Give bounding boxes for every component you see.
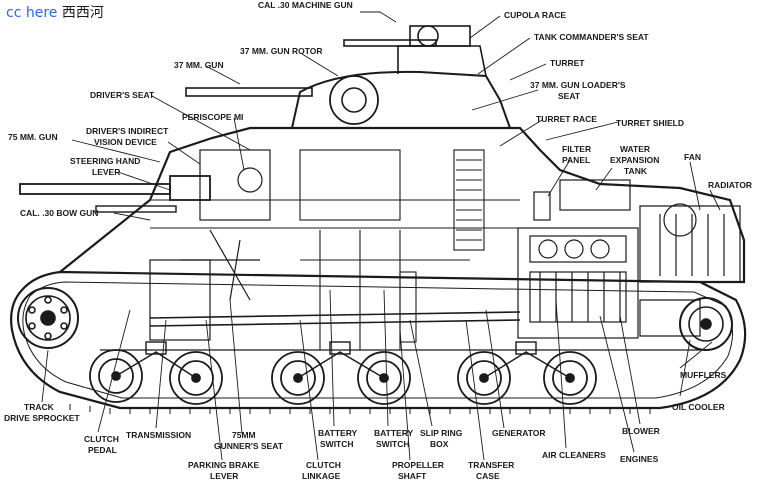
label-cupola-race: CUPOLA RACE	[504, 10, 566, 20]
tank-drawing	[10, 25, 747, 414]
label-gun-loaders-seat-line2: SEAT	[558, 91, 581, 101]
gun-75mm	[19, 175, 211, 201]
track	[10, 270, 747, 410]
fighting-compartment	[299, 149, 485, 350]
label-filter-panel-line1: FILTER	[562, 144, 591, 154]
label-water-tank-line1: WATER	[620, 144, 650, 154]
label-slip-ring-line1: SLIP RING	[420, 428, 463, 438]
label-cal30-machine-gun: CAL .30 MACHINE GUN	[258, 0, 353, 10]
label-drivers-seat: DRIVER'S SEAT	[90, 90, 155, 100]
label-generator: GENERATOR	[492, 428, 546, 438]
label-air-cleaners: AIR CLEANERS	[542, 450, 606, 460]
label-sprocket-line1: TRACK	[24, 402, 55, 412]
label-clutch-pedal-line2: PEDAL	[88, 445, 117, 455]
label-water-tank-line2: EXPANSION	[610, 155, 659, 165]
label-turret-shield: TURRET SHIELD	[616, 118, 684, 128]
track-inner	[22, 281, 733, 399]
label-propeller-shaft-line2: SHAFT	[398, 471, 427, 480]
label-clutch-pedal-line1: CLUTCH	[84, 434, 119, 444]
label-gunners-seat-line2: GUNNER'S SEAT	[214, 441, 284, 451]
watermark-latin: cc here	[6, 5, 58, 21]
label-battery-switch-a-line2: SWITCH	[320, 439, 354, 449]
idler-wheel	[679, 297, 733, 351]
label-steering-lever-line2: LEVER	[92, 167, 120, 177]
label-transfer-case-line1: TRANSFER	[468, 460, 514, 470]
label-indirect-vision-line2: VISION DEVICE	[94, 137, 157, 147]
label-water-tank-line3: TANK	[624, 166, 648, 176]
leader-lines	[41, 11, 721, 461]
label-transmission: TRANSMISSION	[126, 430, 191, 440]
machine-gun-cupola	[343, 25, 439, 47]
label-gun-loaders-seat-line1: 37 MM. GUN LOADER'S	[530, 80, 626, 90]
label-turret-race: TURRET RACE	[536, 114, 597, 124]
label-slip-ring-line2: BOX	[430, 439, 449, 449]
bow-gun	[95, 205, 177, 213]
label-parking-brake-line2: LEVER	[210, 471, 238, 480]
label-mufflers: MUFFLERS	[680, 370, 727, 380]
label-indirect-vision-line1: DRIVER'S INDIRECT	[86, 126, 169, 136]
label-propeller-shaft-line1: PROPELLER	[392, 460, 444, 470]
label-engines: ENGINES	[620, 454, 659, 464]
sponson-line	[150, 199, 520, 229]
label-battery-switch-b-line2: SWITCH	[376, 439, 410, 449]
bogies	[115, 341, 571, 379]
gun-37mm	[185, 75, 379, 125]
label-filter-panel-line2: PANEL	[562, 155, 590, 165]
engine-compartment	[517, 179, 741, 339]
label-transfer-case-line2: CASE	[476, 471, 500, 480]
label-blower: BLOWER	[622, 426, 660, 436]
label-clutch-linkage-line1: CLUTCH	[306, 460, 341, 470]
label-fan: FAN	[684, 152, 701, 162]
label-battery-switch-a-line1: BATTERY	[318, 428, 358, 438]
label-turret: TURRET	[550, 58, 585, 68]
watermark-cjk: 西西河	[61, 5, 104, 21]
label-radiator: RADIATOR	[708, 180, 752, 190]
label-tank-commanders-seat: TANK COMMANDER'S SEAT	[534, 32, 649, 42]
label-gunners-seat-line1: 75MM	[232, 430, 256, 440]
drive-sprocket	[17, 287, 79, 349]
driver-compartment	[149, 149, 271, 341]
label-steering-lever-line1: STEERING HAND	[70, 156, 140, 166]
turret-body	[290, 25, 512, 129]
label-bow-gun: CAL. .30 BOW GUN	[20, 208, 98, 218]
track-teeth	[69, 404, 651, 414]
label-oil-cooler: OIL COOLER	[672, 402, 725, 412]
propeller-shaft	[149, 311, 521, 327]
label-parking-brake-line1: PARKING BRAKE	[188, 460, 259, 470]
label-37mm-gun: 37 MM. GUN	[174, 60, 224, 70]
label-battery-switch-b-line1: BATTERY	[374, 428, 414, 438]
label-sprocket-line2: DRIVE SPROCKET	[4, 413, 80, 423]
label-periscope: PERISCOPE MI	[182, 112, 243, 122]
labels: CAL .30 MACHINE GUN CUPOLA RACE 37 MM. G…	[4, 0, 752, 480]
label-75mm-gun: 75 MM. GUN	[8, 132, 58, 142]
label-37mm-gun-rotor: 37 MM. GUN ROTOR	[240, 46, 323, 56]
label-clutch-linkage-line2: LINKAGE	[302, 471, 341, 480]
watermark: cc here 西西河	[6, 2, 104, 22]
